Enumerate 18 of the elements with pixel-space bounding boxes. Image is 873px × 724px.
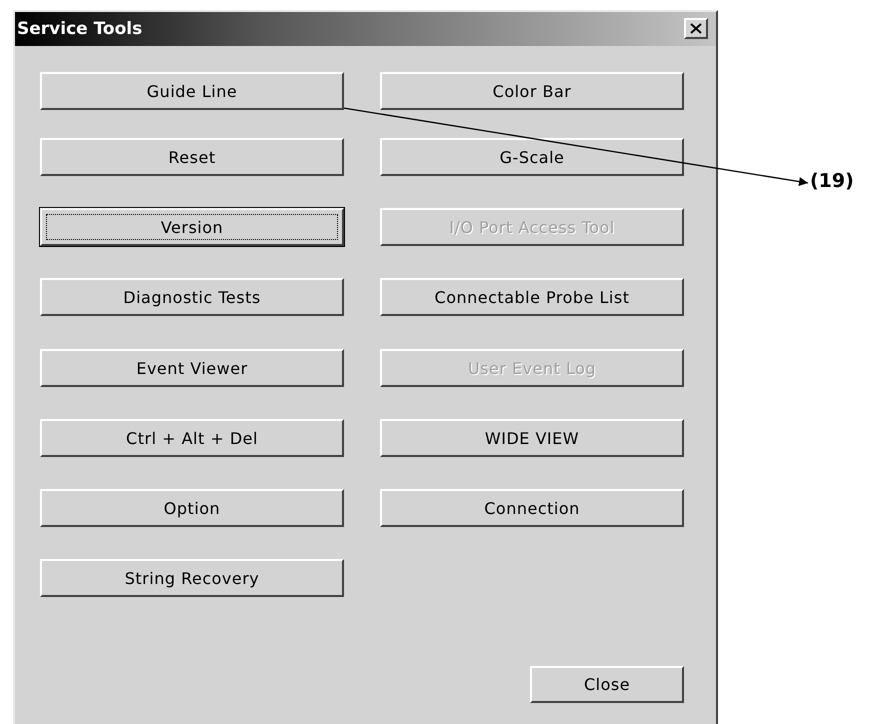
button: Ctrl + Alt + Del: [40, 419, 344, 457]
button: WIDE VIEW: [380, 419, 684, 457]
button: Option: [40, 489, 344, 527]
window-title: Service Tools: [17, 19, 142, 39]
button: String Recovery: [40, 559, 344, 597]
button: Diagnostic Tests: [40, 278, 344, 316]
button: Close: [530, 666, 684, 703]
callout-number: (19): [810, 170, 868, 196]
button: Guide Line: [40, 72, 344, 110]
button: Event Viewer: [40, 349, 344, 387]
button: Connectable Probe List: [380, 278, 684, 316]
button: G-Scale: [380, 138, 684, 176]
leader-line: [344, 107, 808, 186]
dialog-window: [13, 10, 718, 724]
button: Reset: [40, 138, 344, 176]
button: Color Bar: [380, 72, 684, 110]
button: Connection: [380, 489, 684, 527]
button: Version: [40, 208, 344, 246]
